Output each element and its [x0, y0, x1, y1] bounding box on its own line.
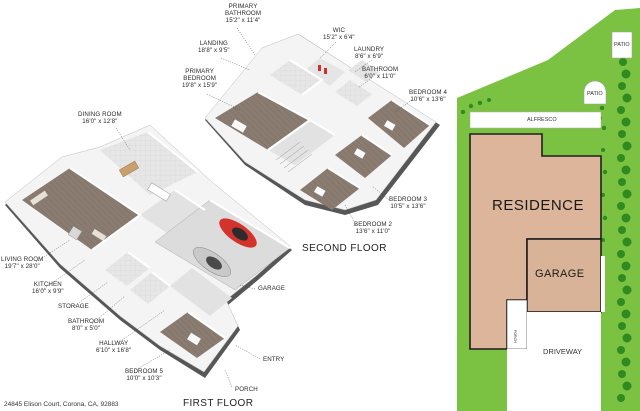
label-primary-bedroom: PRIMARY BEDROOM 19'8" x 15'9"	[182, 68, 218, 89]
site-label-residence: RESIDENCE	[492, 197, 585, 214]
second-floor-title: SECOND FLOOR	[302, 243, 387, 254]
label-dining-room: DINING ROOM 16'0" x 12'8"	[78, 111, 122, 125]
label-wic: WIC 15'2" x 6'4"	[323, 27, 355, 41]
site-label-garage: GARAGE	[535, 268, 585, 280]
label-bathroom-second: BATHROOM 6'0" x 11'0"	[362, 66, 399, 80]
label-primary-bathroom: PRIMARY BATHROOM 15'2" x 11'4"	[225, 3, 262, 24]
first-floor-plan	[4, 124, 292, 378]
label-bathroom-first: BATHROOM 8'0" x 5'0"	[68, 318, 105, 332]
garage-footprint	[526, 238, 602, 313]
red-car	[219, 218, 257, 248]
label-porch: PORCH	[235, 386, 258, 393]
site-label-patio-small: PATIO	[587, 91, 603, 97]
label-garage: GARAGE	[258, 285, 286, 292]
label-kitchen: KITCHEN 16'0" x 9'9"	[32, 281, 64, 295]
driveway	[527, 312, 601, 411]
living-room-floor	[22, 168, 140, 250]
bedroom-2-floor	[300, 168, 360, 210]
label-bedroom-2: BEDROOM 2 13'6" x 11'0"	[354, 221, 393, 235]
site-plan	[457, 8, 640, 411]
label-entry: ENTRY	[263, 356, 285, 363]
first-floor-title: FIRST FLOOR	[183, 398, 254, 409]
label-landing: LANDING 18'8" x 9'5"	[198, 40, 230, 54]
patio-round-area	[583, 80, 607, 105]
site-label-driveway: DRIVEWAY	[543, 347, 583, 356]
property-address: 24845 Elison Court, Corona, CA, 92883	[4, 401, 119, 408]
label-bedroom-4: BEDROOM 4 10'6" x 13'6"	[409, 89, 448, 103]
patio-top-area	[611, 31, 633, 59]
kitchen-floor	[140, 190, 205, 235]
label-hallway: HALLWAY 6'10" x 16'8"	[96, 340, 132, 354]
label-bedroom-5: BEDROOM 5 10'0" x 10'3"	[125, 368, 164, 382]
second-floor-plan	[204, 33, 440, 215]
label-living-room: LIVING ROOM 19'7" x 28'0"	[1, 256, 44, 270]
site-label-patio-top: PATIO	[614, 42, 630, 48]
bedroom-4-floor	[368, 100, 430, 148]
primary-bedroom-floor	[215, 92, 310, 150]
porch-footprint	[506, 299, 528, 350]
label-bedroom-3: BEDROOM 3 10'5" x 13'6"	[389, 196, 428, 210]
label-storage: STORAGE	[58, 303, 89, 310]
silver-car	[193, 247, 231, 277]
site-label-alfresco: ALFRESCO	[527, 117, 557, 123]
label-laundry: LAUNDRY 8'6" x 6'9"	[354, 46, 385, 60]
site-label-porch: PORCH	[513, 330, 517, 343]
